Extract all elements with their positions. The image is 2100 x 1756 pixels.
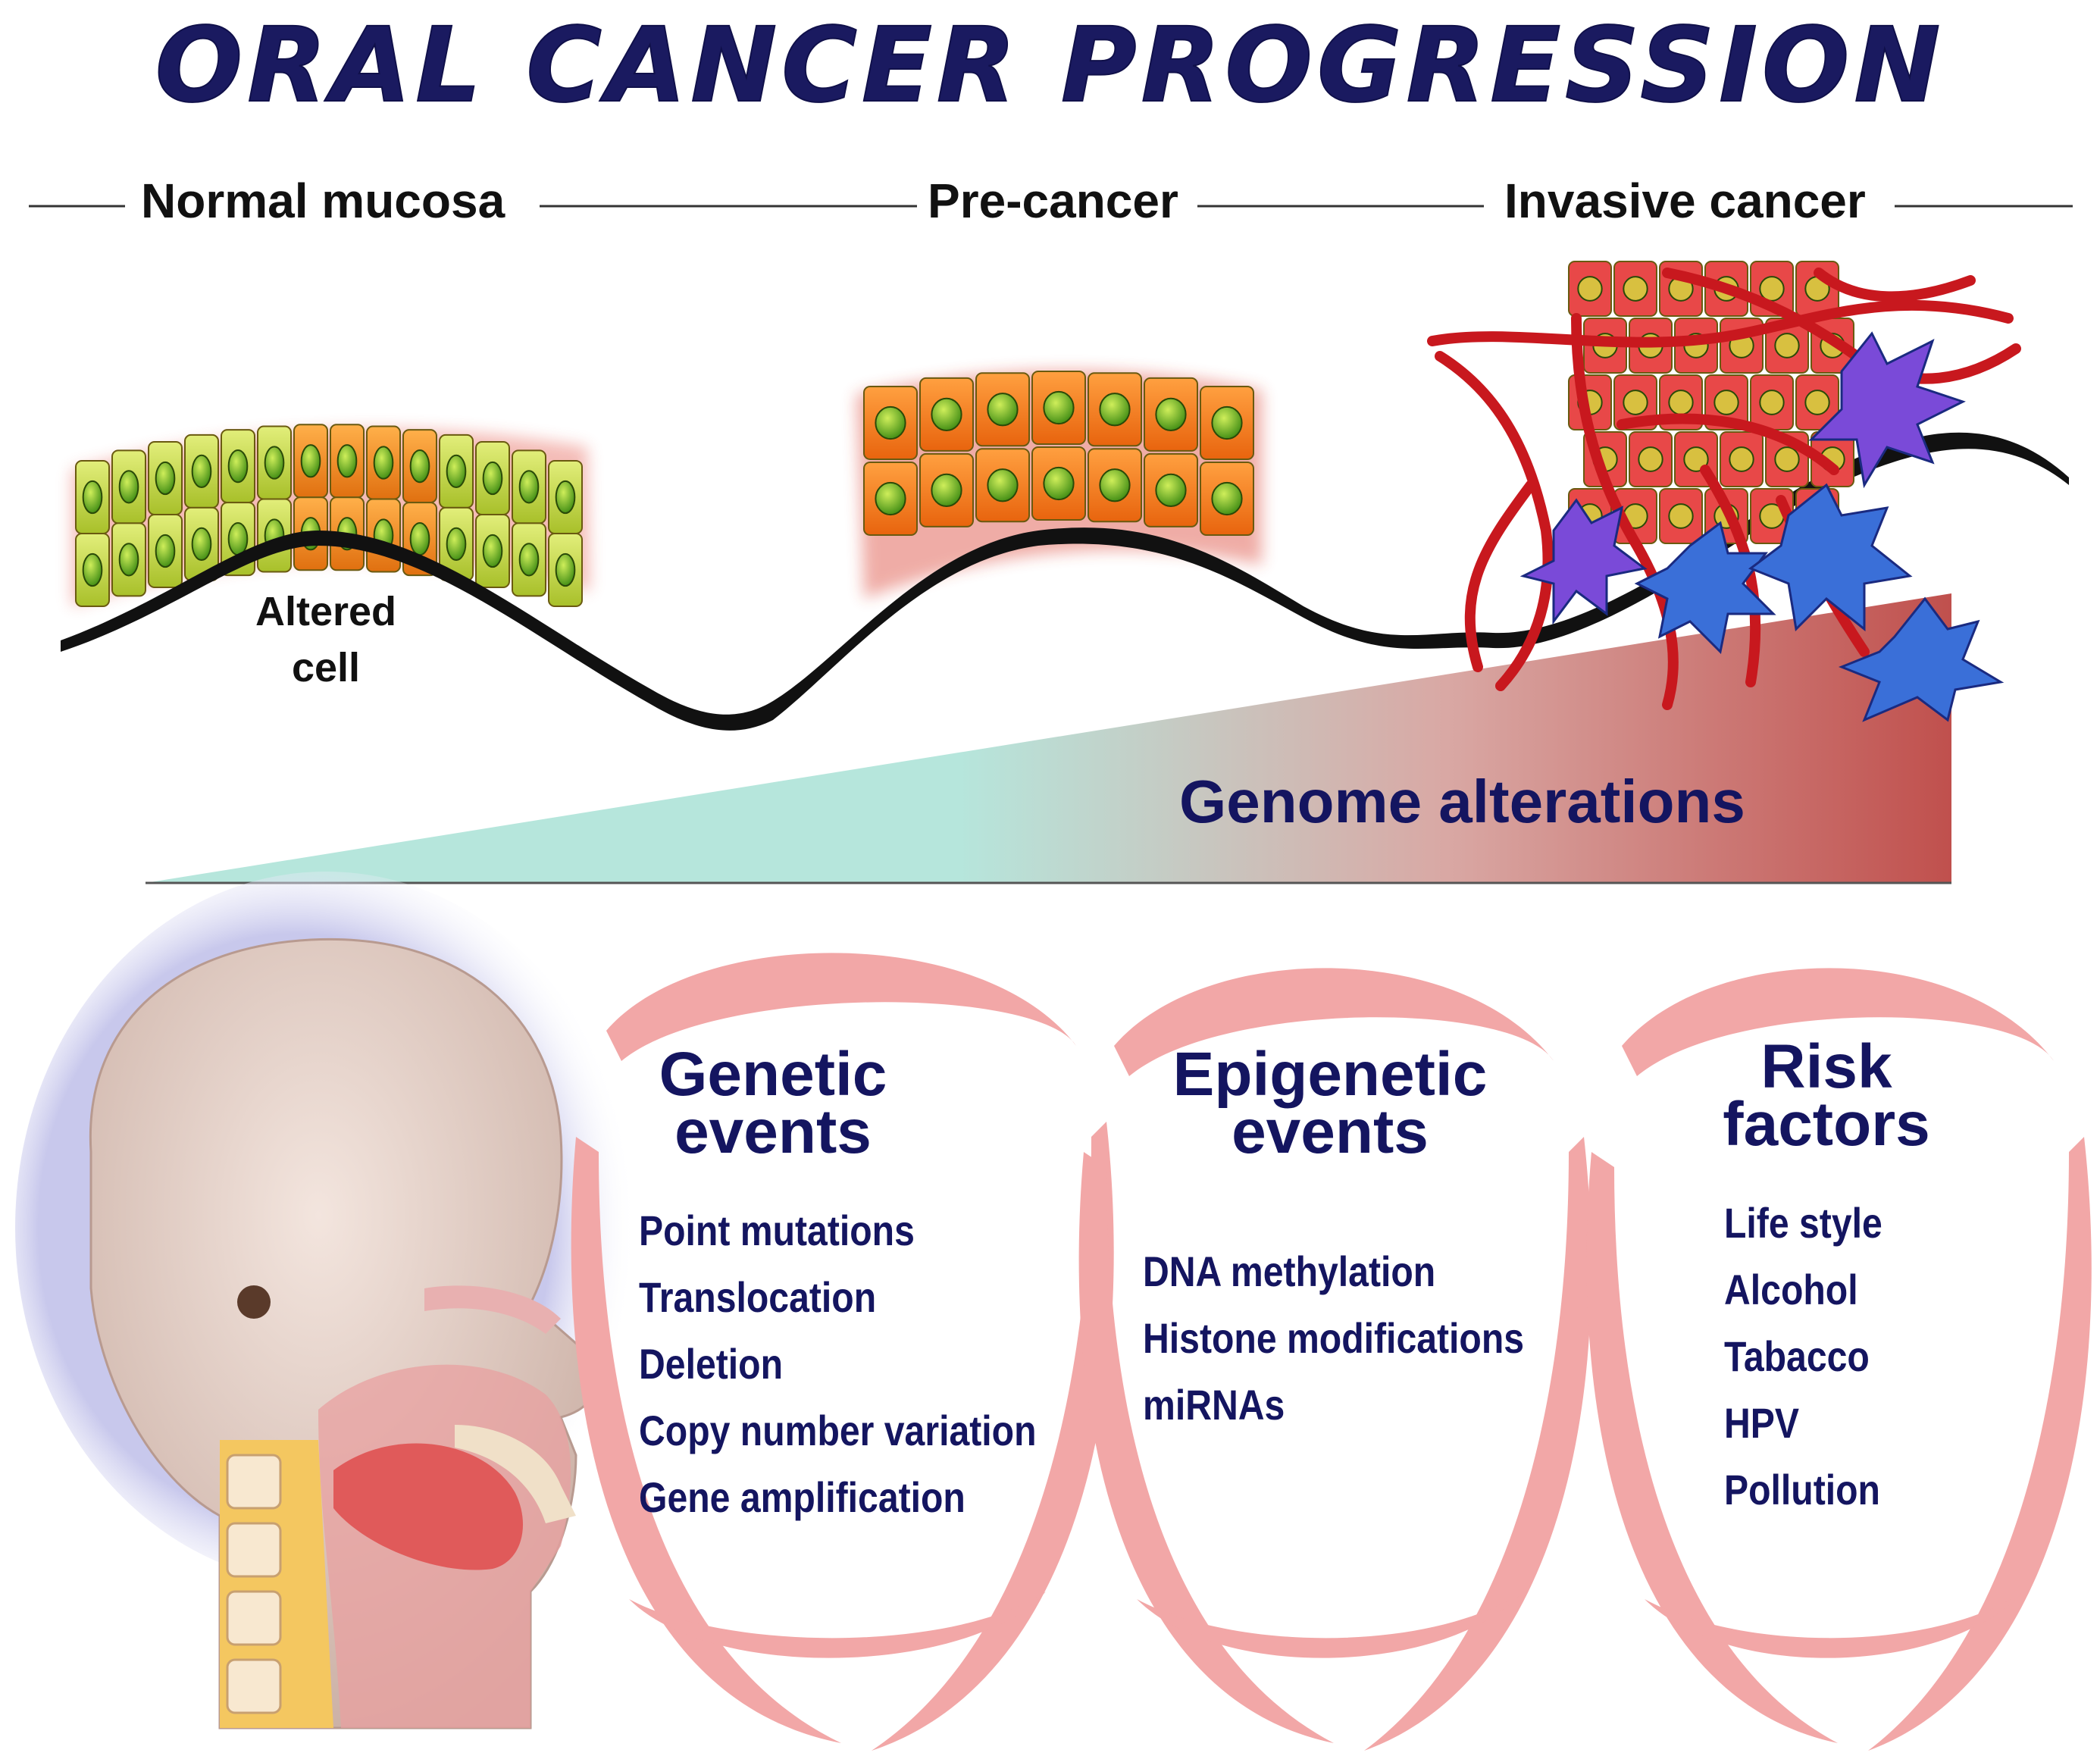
list-item: Deletion — [639, 1340, 783, 1388]
epithelial-cell — [863, 462, 918, 536]
list-item: HPV — [1724, 1399, 1800, 1447]
genetic-events-heading: Genetic events — [621, 1040, 925, 1166]
risk-factors-heading-line1: Risk — [1760, 1032, 1892, 1101]
epithelial-cell — [548, 533, 583, 607]
epithelial-cell — [975, 372, 1030, 447]
epithelial-cell — [919, 452, 974, 527]
head-anatomy-illustration — [15, 872, 637, 1729]
genome-alterations-wedge — [146, 593, 1951, 883]
epithelial-cell — [75, 460, 110, 534]
epithelial-cell — [1720, 431, 1764, 487]
epithelial-cell — [148, 514, 183, 589]
panel-swirl-2 — [1078, 968, 1591, 1751]
epithelial-cell — [1144, 452, 1198, 527]
epithelial-cell — [1795, 374, 1839, 430]
epithelial-cell — [1765, 318, 1809, 374]
epithelial-cell — [1031, 371, 1086, 445]
list-item: Life style — [1724, 1199, 1882, 1247]
genome-alterations-label: Genome alterations — [1179, 768, 1745, 835]
epithelial-cell — [75, 533, 110, 607]
normal-mucosa-epithelium — [72, 424, 590, 607]
epithelial-cell — [1200, 386, 1254, 460]
epithelial-cell — [1629, 431, 1673, 487]
list-item: Histone modifications — [1143, 1314, 1525, 1362]
epithelial-cell — [863, 386, 918, 460]
epithelial-cell — [184, 434, 219, 509]
epithelial-cell — [257, 425, 292, 500]
risk-factors-heading-line2: factors — [1723, 1090, 1930, 1159]
list-item: Alcohol — [1724, 1266, 1858, 1313]
epithelial-cell — [475, 514, 510, 589]
epithelial-cell — [1144, 377, 1198, 452]
epithelial-cell — [919, 377, 974, 452]
epigenetic-events-list: DNA methylation Histone modifications mi… — [1143, 1238, 1586, 1438]
epithelial-cell — [1200, 462, 1254, 536]
epithelial-cell — [512, 522, 546, 597]
panel-swirl-3 — [1586, 968, 2092, 1751]
epithelial-cell — [1674, 318, 1718, 374]
genetic-events-list: Point mutations Translocation Deletion C… — [639, 1197, 1101, 1531]
list-item: Pollution — [1724, 1466, 1880, 1513]
risk-factors-list: Life style Alcohol Tabacco HPV Pollution — [1724, 1190, 1908, 1523]
epithelial-cell — [975, 448, 1030, 523]
epigenetic-events-heading-line2: events — [1232, 1097, 1429, 1166]
altered-cell-label: Altered cell — [250, 584, 402, 696]
stage-label-normal-mucosa: Normal mucosa — [141, 174, 505, 228]
epigenetic-events-heading: Epigenetic events — [1160, 1040, 1501, 1166]
list-item: Point mutations — [639, 1207, 915, 1254]
epithelial-cell — [475, 441, 510, 516]
epithelial-cell — [1088, 448, 1142, 523]
genetic-events-heading-line2: events — [674, 1097, 872, 1166]
list-item: Copy number variation — [639, 1407, 1037, 1454]
stage-label-pre-cancer: Pre-cancer — [928, 174, 1178, 228]
altered-cell-label-line2: cell — [291, 645, 361, 690]
epithelial-cell — [1568, 261, 1612, 317]
epithelial-cell — [1031, 446, 1086, 521]
invasive-cancer-mass — [1427, 261, 2021, 722]
genetic-events-heading-line1: Genetic — [659, 1040, 887, 1109]
altered-cell-label-line1: Altered — [255, 589, 397, 634]
epithelial-cell — [1659, 488, 1703, 544]
stage-label-invasive-cancer: Invasive cancer — [1504, 174, 1866, 228]
list-item: Tabacco — [1724, 1332, 1870, 1380]
epithelial-cell — [111, 522, 146, 597]
epithelial-cell — [330, 424, 365, 499]
epithelial-cell — [293, 424, 328, 499]
epithelial-cell — [111, 449, 146, 524]
epithelial-cell — [1088, 372, 1142, 447]
epithelial-cell — [512, 449, 546, 524]
epithelial-cell — [1613, 261, 1657, 317]
list-item: Translocation — [639, 1273, 877, 1321]
epithelial-cell — [184, 506, 219, 581]
epithelial-cell — [221, 429, 255, 504]
list-item: miRNAs — [1143, 1381, 1285, 1429]
epithelial-cell — [439, 434, 474, 509]
list-item: Gene amplification — [639, 1473, 965, 1521]
epithelial-cell — [402, 429, 437, 504]
epithelial-cell — [1750, 374, 1794, 430]
epithelial-cell — [548, 460, 583, 534]
panel-swirl-1 — [571, 953, 1114, 1751]
epigenetic-events-heading-line1: Epigenetic — [1172, 1040, 1488, 1109]
epithelial-cell — [439, 506, 474, 581]
figure-title: ORAL CANCER PROGRESSION — [155, 5, 1945, 127]
panel-backgrounds — [571, 953, 2092, 1751]
risk-factors-heading: Risk factors — [1690, 1032, 1963, 1159]
epithelial-cell — [366, 425, 401, 500]
epithelial-cell — [148, 441, 183, 516]
epithelial-cell — [366, 498, 401, 573]
list-item: DNA methylation — [1143, 1247, 1436, 1295]
